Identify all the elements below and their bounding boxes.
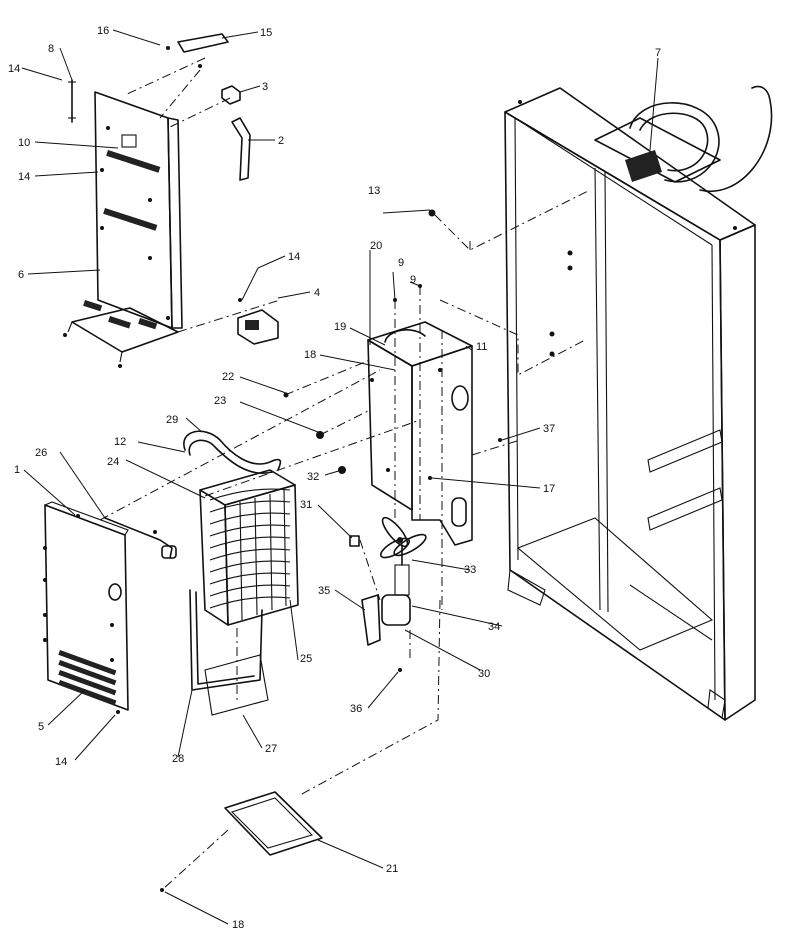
callout-21: 21 — [386, 863, 398, 875]
top-tubing-assembly — [594, 85, 773, 193]
callout-11: 11 — [476, 341, 487, 353]
callout-28: 28 — [172, 753, 184, 765]
callout-37: 37 — [543, 423, 555, 435]
callout-1: 1 — [14, 464, 20, 476]
rear-panel-assembly — [63, 91, 183, 368]
refrigerator-cabinet — [504, 87, 756, 721]
callout-14-bottom: 14 — [55, 756, 67, 768]
callout-22: 22 — [222, 371, 234, 383]
evaporator-cover-panel — [43, 501, 129, 714]
alignment-lines — [99, 57, 591, 891]
callout-7: 7 — [655, 47, 661, 59]
screw-37 — [498, 438, 502, 442]
callout-13: 13 — [368, 185, 380, 197]
callout-2: 2 — [278, 135, 284, 147]
evaporator-cover-bracket — [367, 321, 473, 546]
callout-15: 15 — [260, 27, 272, 39]
callout-36: 36 — [350, 703, 362, 715]
callout-14-mid: 14 — [288, 251, 300, 263]
part-15-bracket — [166, 33, 229, 68]
callout-32: 32 — [307, 471, 319, 483]
evaporator-coil — [189, 469, 299, 716]
leader-lines — [21, 29, 659, 925]
callout-8: 8 — [48, 43, 54, 55]
callout-17: 17 — [543, 483, 555, 495]
callout-5: 5 — [38, 721, 44, 733]
callout-31: 31 — [300, 499, 312, 511]
callout-33: 33 — [464, 564, 476, 576]
part-8-bracket — [68, 79, 76, 123]
motor-bracket — [361, 594, 381, 646]
callout-18-upper: 18 — [304, 349, 316, 361]
callout-14-top: 14 — [8, 63, 20, 75]
part-26-bracket — [104, 517, 177, 559]
callout-19: 19 — [334, 321, 346, 333]
callout-27: 27 — [265, 743, 277, 755]
screw-17 — [428, 476, 432, 480]
screw-13 — [428, 209, 436, 217]
part-4-bracket — [237, 298, 279, 345]
callout-16: 16 — [97, 25, 109, 37]
callout-6: 6 — [18, 269, 24, 281]
callout-18-lower: 18 — [232, 919, 244, 931]
callout-9-left: 9 — [398, 257, 404, 269]
callout-25: 25 — [300, 653, 312, 665]
callout-20: 20 — [370, 240, 382, 252]
part-2-strip — [231, 117, 251, 181]
callout-12: 12 — [114, 436, 126, 448]
callout-3: 3 — [262, 81, 268, 93]
callout-29: 29 — [166, 414, 178, 426]
clip-31 — [349, 535, 360, 547]
part-3-block — [221, 85, 241, 105]
callout-23: 23 — [214, 395, 226, 407]
callout-10: 10 — [18, 137, 30, 149]
callout-35: 35 — [318, 585, 330, 597]
suction-tubing — [183, 430, 282, 474]
callout-14-left: 14 — [18, 171, 30, 183]
callout-30: 30 — [478, 668, 490, 680]
callout-9-right: 9 — [410, 274, 416, 286]
drain-pan — [160, 791, 323, 892]
callout-4: 4 — [314, 287, 320, 299]
callout-26: 26 — [35, 447, 47, 459]
callout-labels: 16 15 8 14 3 2 10 14 6 14 4 7 13 20 9 9 … — [8, 25, 661, 931]
screw-36 — [398, 668, 402, 672]
fan-motor — [381, 544, 411, 626]
callout-24: 24 — [107, 456, 119, 468]
callout-34: 34 — [488, 621, 500, 633]
fan-blade — [380, 516, 427, 559]
